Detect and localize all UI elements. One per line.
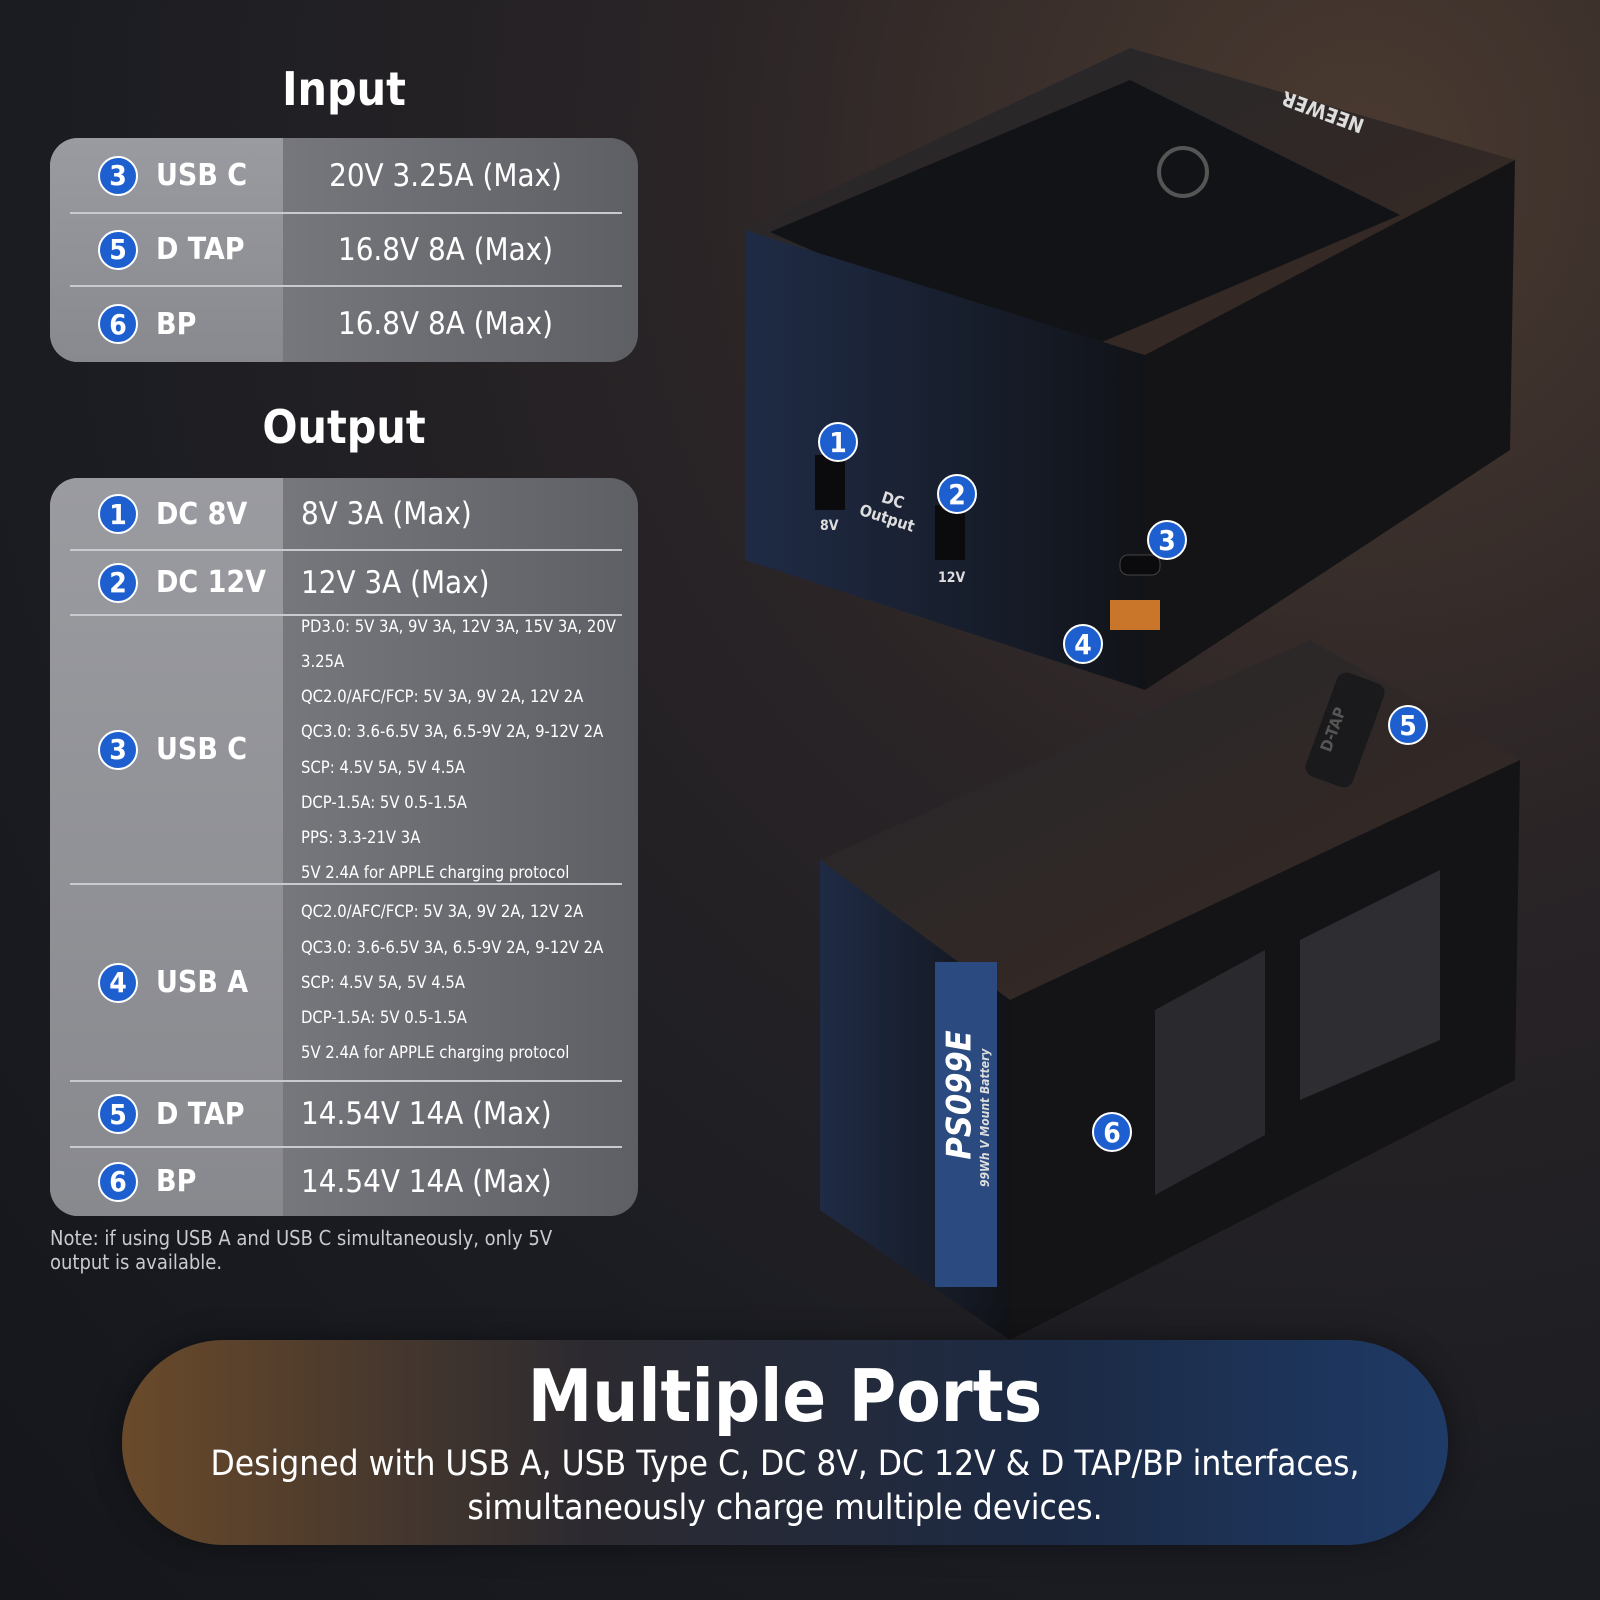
row-label: DC 12V	[156, 565, 267, 600]
v-mount-plate	[1300, 870, 1440, 1100]
port-badge: 5	[98, 229, 138, 270]
table-row: 6 BP 14.54V 14A (Max)	[50, 1146, 638, 1216]
port-badge-2: 2	[937, 474, 977, 514]
row-label: D TAP	[156, 232, 245, 267]
port-badge-3: 3	[1147, 520, 1187, 560]
output-title: Output	[262, 400, 426, 454]
table-row: 4 USB A QC2.0/AFC/FCP: 5V 3A, 9V 2A, 12V …	[50, 883, 638, 1081]
dtap-cover	[1305, 672, 1385, 788]
input-table: 3 USB C 20V 3.25A (Max) 5 D TAP 16.8V 8A (Ma…	[50, 138, 638, 362]
spec-line: QC2.0/AFC/FCP: 5V 3A, 9V 2A, 12V 2A	[301, 902, 584, 922]
table-row: 2 DC 12V 12V 3A (Max)	[50, 549, 638, 615]
label-plate	[1155, 950, 1265, 1195]
spec-line: QC3.0: 3.6-6.5V 3A, 6.5-9V 2A, 9-12V 2A	[301, 722, 604, 742]
row-value: 12V 3A (Max)	[301, 564, 490, 601]
port-badge: 3	[98, 155, 138, 196]
usb-c-port	[1119, 554, 1161, 576]
port-badge: 6	[98, 1161, 138, 1202]
port-8v-label: 8V	[820, 518, 839, 534]
row-label: D TAP	[156, 1096, 245, 1132]
port-12v-label: 12V	[938, 570, 966, 586]
row-label: DC 8V	[156, 496, 248, 532]
note-text: Note: if using USB A and USB C simultane…	[50, 1226, 553, 1274]
battery-unit	[820, 640, 1520, 1340]
model-subtitle: 99Wh V Mount Battery	[978, 1048, 992, 1187]
port-badge-1: 1	[818, 422, 858, 462]
table-row: 1 DC 8V 8V 3A (Max)	[50, 478, 638, 550]
row-value: 20V 3.25A (Max)	[329, 157, 562, 194]
row-value: 8V 3A (Max)	[301, 496, 472, 532]
port-badge: 4	[98, 962, 138, 1003]
row-value: 16.8V 8A (Max)	[337, 231, 554, 268]
table-row: 3 USB C PD3.0: 5V 3A, 9V 3A, 12V 3A, 15V …	[50, 614, 638, 884]
table-row: 5 D TAP 14.54V 14A (Max)	[50, 1080, 638, 1147]
row-value: 16.8V 8A (Max)	[337, 306, 554, 342]
power-button-icon	[1157, 146, 1209, 198]
row-value: 14.54V 14A (Max)	[301, 1096, 552, 1132]
table-row: 5 D TAP 16.8V 8A (Max)	[50, 212, 638, 286]
spec-line: DCP-1.5A: 5V 0.5-1.5A	[301, 792, 467, 812]
input-title: Input	[282, 62, 406, 116]
row-label: USB C	[156, 158, 248, 193]
port-badge: 5	[98, 1094, 138, 1134]
spec-line: DCP-1.5A: 5V 0.5-1.5A	[301, 1008, 467, 1028]
subheadline-line1: Designed with USB A, USB Type C, DC 8V, …	[210, 1444, 1360, 1484]
spec-line: 5V 2.4A for APPLE charging protocol	[301, 863, 570, 883]
usb-a-specs: QC2.0/AFC/FCP: 5V 3A, 9V 2A, 12V 2A QC3.0…	[283, 894, 638, 1070]
port-badge: 1	[98, 494, 138, 534]
row-label: USB A	[156, 965, 249, 1000]
row-value: 14.54V 14A (Max)	[301, 1163, 552, 1200]
row-label: USB C	[156, 732, 248, 767]
spec-line: QC3.0: 3.6-6.5V 3A, 6.5-9V 2A, 9-12V 2A	[301, 937, 604, 957]
port-badge-6: 6	[1092, 1112, 1132, 1152]
port-badge-5: 5	[1388, 705, 1428, 745]
row-label: BP	[156, 1164, 197, 1199]
port-badge: 2	[98, 562, 138, 603]
spec-line: 5V 2.4A for APPLE charging protocol	[301, 1043, 570, 1063]
port-badge: 6	[98, 304, 138, 344]
table-row: 6 BP 16.8V 8A (Max)	[50, 285, 638, 362]
table-row: 3 USB C 20V 3.25A (Max)	[50, 138, 638, 213]
spec-line: PD3.0: 5V 3A, 9V 3A, 12V 3A, 15V 3A, 20V…	[301, 616, 616, 671]
port-badge-4: 4	[1063, 624, 1103, 664]
spec-line: SCP: 4.5V 5A, 5V 4.5A	[301, 972, 466, 992]
row-label: BP	[156, 306, 197, 342]
spec-line: PPS: 3.3-21V 3A	[301, 827, 421, 847]
headline: Multiple Ports	[527, 1354, 1043, 1438]
usb-a-port	[1110, 600, 1160, 630]
charger-unit	[745, 48, 1515, 690]
port-badge: 3	[98, 729, 138, 770]
model-name: PS099E	[939, 1030, 980, 1160]
spec-line: QC2.0/AFC/FCP: 5V 3A, 9V 2A, 12V 2A	[301, 687, 584, 707]
headline-banner: Multiple Ports Designed with USB A, USB …	[122, 1340, 1448, 1545]
subheadline-line2: simultaneously charge multiple devices.	[467, 1488, 1103, 1528]
usb-c-specs: PD3.0: 5V 3A, 9V 3A, 12V 3A, 15V 3A, 20V…	[283, 609, 638, 891]
spec-line: SCP: 4.5V 5A, 5V 4.5A	[301, 757, 466, 777]
